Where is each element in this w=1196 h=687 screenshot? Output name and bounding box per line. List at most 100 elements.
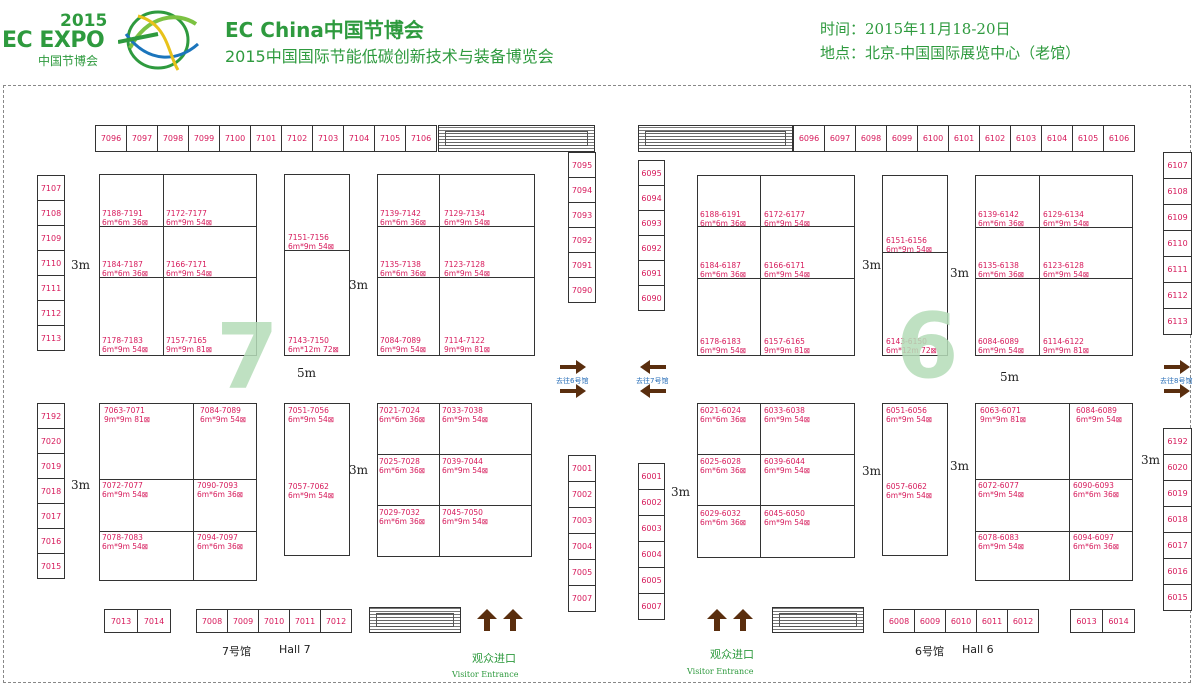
- booth-cell[interactable]: 6012: [1007, 609, 1039, 633]
- booth-cell[interactable]: 7008: [196, 609, 228, 633]
- booth-cell[interactable]: 6101: [948, 125, 980, 152]
- booth-cell[interactable]: 7111: [37, 275, 65, 301]
- booth-cell[interactable]: 7015: [37, 553, 65, 579]
- booth-cell[interactable]: 6113: [1163, 308, 1192, 335]
- booth-cell[interactable]: 7019: [37, 453, 65, 479]
- booth-cell[interactable]: 7100: [219, 125, 251, 152]
- booth-cell[interactable]: 6111: [1163, 256, 1192, 283]
- booth-cell[interactable]: 6005: [638, 567, 665, 594]
- booth-cell[interactable]: 7110: [37, 250, 65, 276]
- booth-cell[interactable]: 7017: [37, 503, 65, 529]
- booth-cell[interactable]: 7108: [37, 200, 65, 226]
- booth-cell[interactable]: 6098: [855, 125, 887, 152]
- booth-cell[interactable]: 7095: [568, 152, 596, 178]
- booth-cell[interactable]: 7097: [126, 125, 158, 152]
- booth-cell[interactable]: 7002: [568, 481, 596, 508]
- booth-cell[interactable]: 7011: [289, 609, 321, 633]
- booth-cell[interactable]: 7018: [37, 478, 65, 504]
- booth-cell[interactable]: 6095: [638, 160, 665, 186]
- booth-cell[interactable]: 7106: [405, 125, 437, 152]
- booth-cell[interactable]: 7103: [312, 125, 344, 152]
- booth-cell[interactable]: 6096: [793, 125, 825, 152]
- booth-cell[interactable]: 6107: [1163, 152, 1192, 179]
- booth-cell[interactable]: 6104: [1041, 125, 1073, 152]
- booth-cell[interactable]: 7104: [343, 125, 375, 152]
- booth-cell[interactable]: 6110: [1163, 230, 1192, 257]
- booth-cell[interactable]: 6105: [1072, 125, 1104, 152]
- booth-cell[interactable]: 7001: [568, 455, 596, 482]
- booth-cell[interactable]: 6003: [638, 515, 665, 542]
- booth-cell[interactable]: 6010: [945, 609, 977, 633]
- booth-cell[interactable]: 6109: [1163, 204, 1192, 231]
- booth-cell[interactable]: 6001: [638, 463, 665, 490]
- booth-cell[interactable]: 7004: [568, 533, 596, 560]
- booth-cell[interactable]: 6018: [1163, 506, 1192, 533]
- booth-cell[interactable]: 7102: [281, 125, 313, 152]
- booth-cell[interactable]: 7099: [188, 125, 220, 152]
- booth-cell[interactable]: 6092: [638, 235, 665, 261]
- booth-cell[interactable]: 6106: [1103, 125, 1135, 152]
- booth-cell[interactable]: 7009: [227, 609, 259, 633]
- booth-cell[interactable]: 7005: [568, 559, 596, 586]
- booth-cell[interactable]: 7003: [568, 507, 596, 534]
- booth-cell[interactable]: 6103: [1010, 125, 1042, 152]
- booth-cell[interactable]: 6102: [979, 125, 1011, 152]
- booth-cell[interactable]: 7090: [568, 277, 596, 303]
- booth-cell[interactable]: 6004: [638, 541, 665, 568]
- booth-cell[interactable]: 6099: [886, 125, 918, 152]
- booth-cell[interactable]: 7101: [250, 125, 282, 152]
- booth-cell[interactable]: 6009: [914, 609, 946, 633]
- booth-cell[interactable]: 6108: [1163, 178, 1192, 205]
- booth-cell[interactable]: 7012: [320, 609, 352, 633]
- booth-cell[interactable]: 7007: [568, 585, 596, 612]
- booth-cell[interactable]: 6112: [1163, 282, 1192, 309]
- booth-cell[interactable]: 6013: [1070, 609, 1103, 633]
- booth-cell[interactable]: 7020: [37, 428, 65, 454]
- booth-cell[interactable]: 7113: [37, 325, 65, 351]
- booth-cell[interactable]: 6011: [976, 609, 1008, 633]
- booth-cell[interactable]: 6093: [638, 210, 665, 236]
- booth-cell[interactable]: 6007: [638, 593, 665, 620]
- booth-cell[interactable]: 6017: [1163, 532, 1192, 559]
- booth-cell[interactable]: 7016: [37, 528, 65, 554]
- booth-cell[interactable]: 7010: [258, 609, 290, 633]
- booth-cell[interactable]: 6100: [917, 125, 949, 152]
